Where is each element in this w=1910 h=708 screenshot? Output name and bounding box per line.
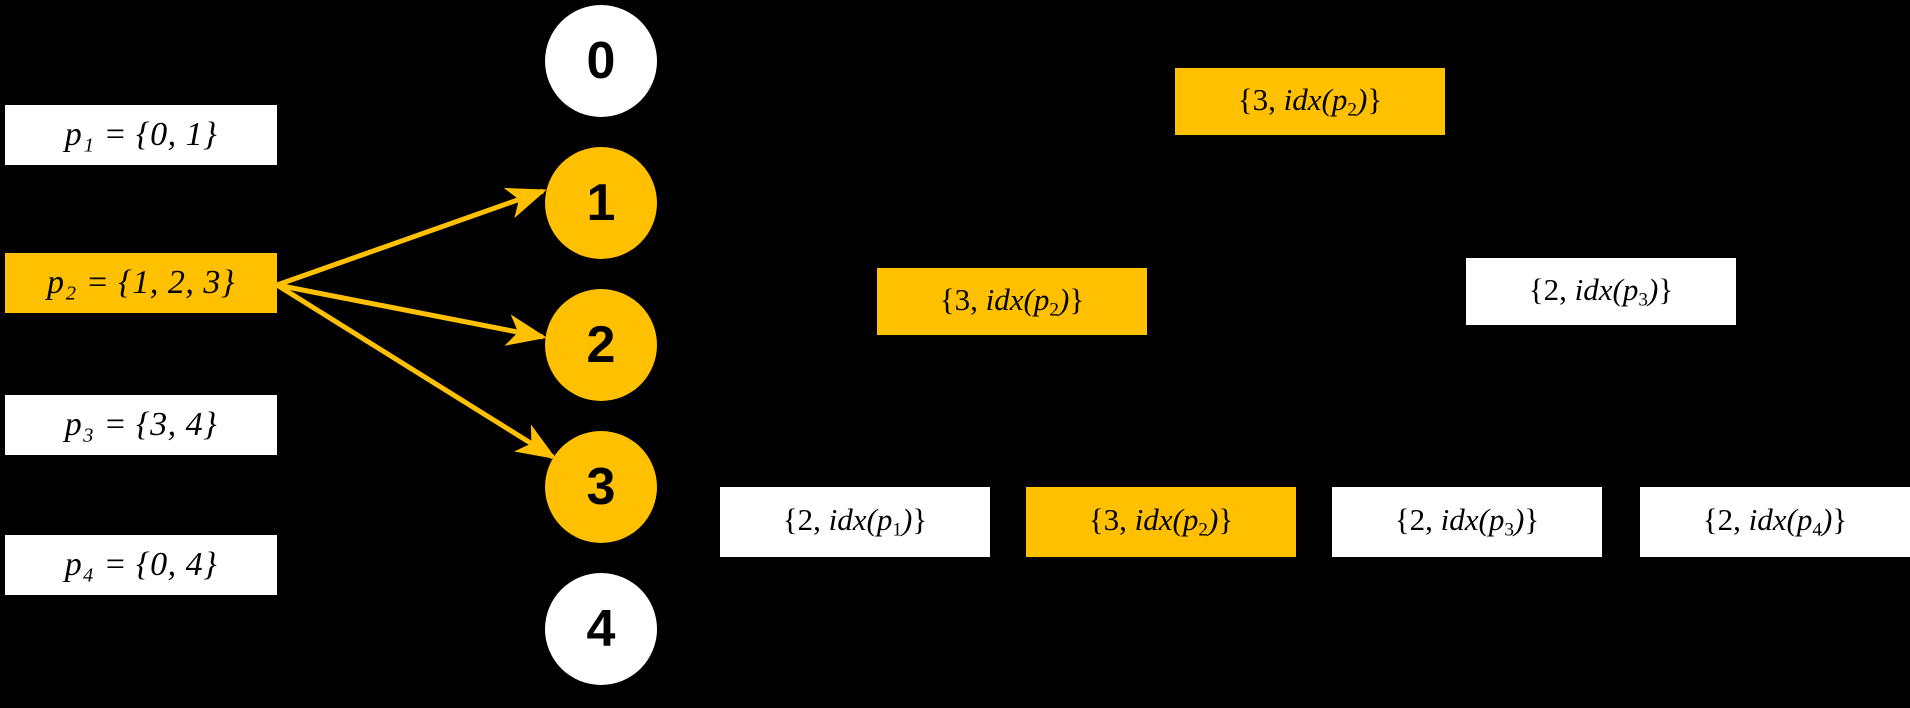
node-3: 3 bbox=[545, 431, 657, 543]
tuple-box-tuple-bot-2: {3, idx(p2)} bbox=[1026, 487, 1296, 557]
node-1: 1 bbox=[545, 147, 657, 259]
node-4: 4 bbox=[545, 573, 657, 685]
tuple-label: {3, idx(p2)} bbox=[1237, 81, 1383, 121]
partition-box-p4: p₄ = {0, 4} bbox=[5, 535, 277, 595]
tuple-label: {2, idx(p3)} bbox=[1528, 271, 1674, 311]
node-label: 3 bbox=[586, 458, 616, 516]
node-0: 0 bbox=[545, 5, 657, 117]
tuple-label: {2, idx(p3)} bbox=[1394, 502, 1540, 541]
partition-box-p3: p₃ = {3, 4} bbox=[5, 395, 277, 455]
tuple-label: {2, idx(p4)} bbox=[1702, 502, 1848, 541]
partition-label: p₁ = {0, 1} bbox=[64, 116, 218, 153]
edge-p2-to-3 bbox=[275, 282, 557, 460]
node-2: 2 bbox=[545, 289, 657, 401]
tuple-label: {2, idx(p1)} bbox=[782, 502, 928, 541]
tuple-label: {3, idx(p2)} bbox=[939, 281, 1085, 321]
tuple-box-tuple-mid-2: {2, idx(p3)} bbox=[1466, 258, 1736, 325]
partition-label: p₃ = {3, 4} bbox=[64, 406, 218, 443]
tuple-box-tuple-bot-3: {2, idx(p3)} bbox=[1332, 487, 1602, 557]
partition-label: p₂ = {1, 2, 3} bbox=[47, 264, 235, 301]
node-label: 2 bbox=[586, 316, 616, 374]
edge-p2-to-1 bbox=[276, 187, 547, 288]
node-label: 4 bbox=[586, 600, 616, 658]
tuple-box-tuple-top-1: {3, idx(p2)} bbox=[1175, 68, 1445, 135]
tuple-box-tuple-bot-1: {2, idx(p1)} bbox=[720, 487, 990, 557]
partition-label: p₄ = {0, 4} bbox=[64, 546, 218, 583]
partition-box-p1: p₁ = {0, 1} bbox=[5, 105, 277, 165]
tuple-box-tuple-bot-4: {2, idx(p4)} bbox=[1640, 487, 1910, 557]
node-label: 1 bbox=[586, 174, 616, 232]
edge-p2-to-2 bbox=[276, 282, 547, 346]
node-label: 0 bbox=[586, 32, 616, 90]
tuple-box-tuple-mid-1: {3, idx(p2)} bbox=[877, 268, 1147, 335]
tuple-label: {3, idx(p2)} bbox=[1088, 502, 1234, 541]
partition-box-p2: p₂ = {1, 2, 3} bbox=[5, 253, 277, 313]
